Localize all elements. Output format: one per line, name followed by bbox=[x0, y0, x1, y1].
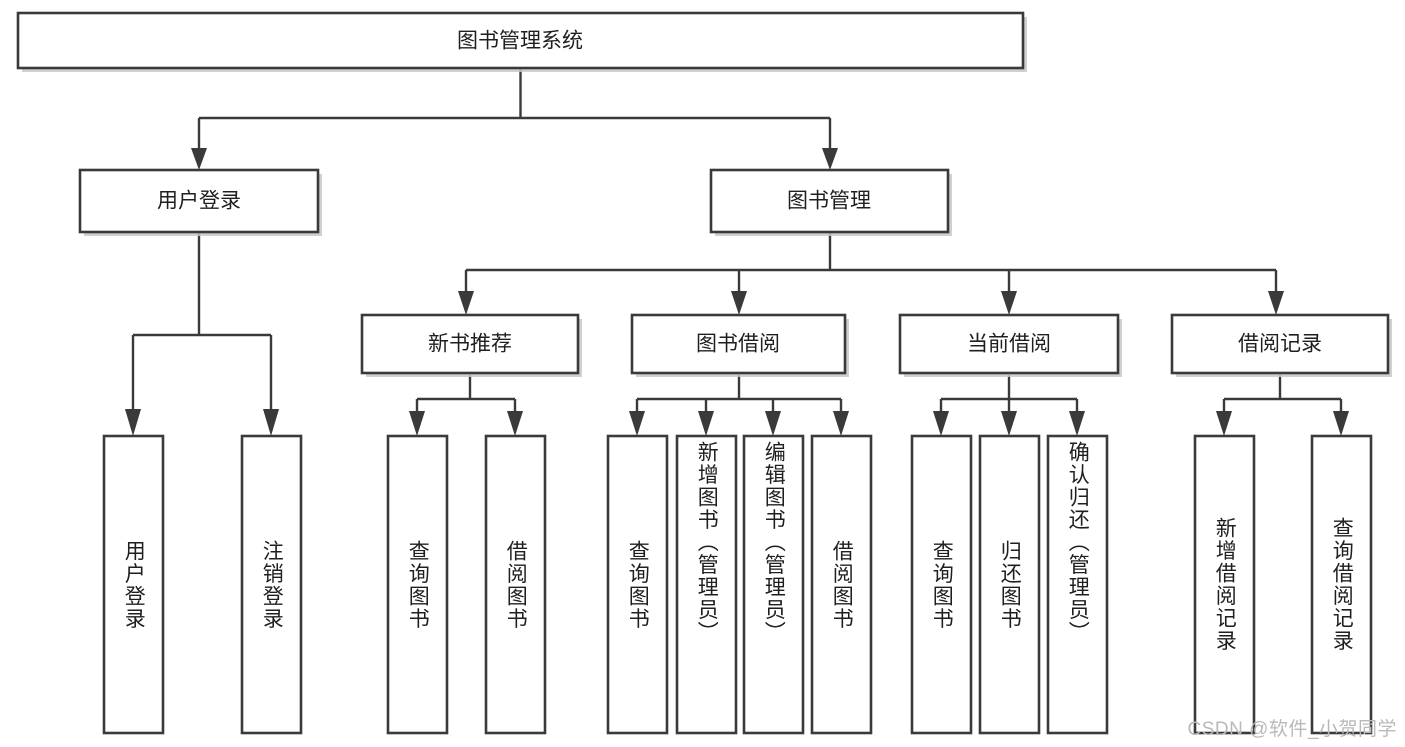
node-leaf-query-book-3-box[interactable] bbox=[910, 434, 973, 735]
arrowhead-to-current-borrow bbox=[1001, 291, 1017, 315]
connector-group-new-book-rec bbox=[409, 375, 523, 436]
arrowhead-borrow-record-leaf1 bbox=[1216, 411, 1232, 436]
node-leaf-return-book-box[interactable] bbox=[978, 434, 1041, 735]
node-leaf-confirm-return-box[interactable] bbox=[1046, 434, 1109, 735]
arrowhead-user-login-to-leaf1 bbox=[125, 409, 141, 436]
node-borrow-record-label: 借阅记录 bbox=[1238, 333, 1322, 356]
connector-group-current-borrow bbox=[933, 375, 1085, 436]
node-leaf-logout-login-box[interactable] bbox=[240, 434, 303, 735]
arrowhead-new-book-rec-leaf2 bbox=[507, 411, 523, 436]
node-leaf-query-record-box[interactable] bbox=[1310, 434, 1373, 735]
node-user-login[interactable]: 用户登录 bbox=[78, 168, 322, 236]
arrowhead-root-to-book-manage bbox=[822, 148, 838, 170]
node-new-book-rec[interactable]: 新书推荐 bbox=[360, 313, 582, 377]
node-leaf-add-record-box[interactable] bbox=[1193, 434, 1256, 735]
node-user-login-label: 用户登录 bbox=[157, 190, 241, 213]
node-leaf-user-login-box[interactable] bbox=[102, 434, 165, 735]
node-current-borrow-box[interactable] bbox=[898, 313, 1120, 375]
connector-group-book-manage bbox=[458, 233, 1284, 315]
arrowhead-to-book-borrow bbox=[731, 291, 747, 315]
node-book-borrow-label: 图书借阅 bbox=[696, 333, 780, 356]
node-new-book-rec-box[interactable] bbox=[360, 313, 580, 375]
arrowhead-to-new-book-rec bbox=[458, 291, 474, 315]
node-root-label: 图书管理系统 bbox=[457, 30, 583, 53]
arrowhead-new-book-rec-leaf1 bbox=[409, 411, 425, 436]
watermark-text: CSDN @软件_小贺同学 bbox=[1187, 719, 1397, 740]
node-root[interactable]: 图书管理系统 bbox=[16, 11, 1027, 72]
node-borrow-record-box[interactable] bbox=[1170, 313, 1390, 375]
arrowhead-current-borrow-leaf3 bbox=[1069, 411, 1085, 436]
arrowhead-book-borrow-leaf2 bbox=[698, 411, 714, 436]
node-book-manage-label: 图书管理 bbox=[787, 190, 871, 213]
node-borrow-record[interactable]: 借阅记录 bbox=[1170, 313, 1392, 377]
node-user-login-box[interactable] bbox=[78, 168, 320, 234]
arrowhead-book-borrow-leaf3 bbox=[765, 411, 781, 436]
leaf-boxes bbox=[102, 434, 1373, 735]
node-current-borrow[interactable]: 当前借阅 bbox=[898, 313, 1122, 377]
node-leaf-edit-book-box[interactable] bbox=[742, 434, 805, 735]
node-root-box[interactable] bbox=[16, 11, 1025, 70]
node-book-manage-box[interactable] bbox=[709, 168, 950, 234]
arrowhead-book-borrow-leaf1 bbox=[629, 411, 645, 436]
node-leaf-borrow-book-1-box[interactable] bbox=[484, 434, 547, 735]
node-new-book-rec-label: 新书推荐 bbox=[428, 333, 512, 356]
node-book-borrow[interactable]: 图书借阅 bbox=[630, 313, 849, 377]
node-leaf-query-book-2-box[interactable] bbox=[606, 434, 669, 735]
connector-group-root bbox=[191, 68, 838, 170]
arrowhead-current-borrow-leaf2 bbox=[1001, 411, 1017, 436]
connector-group-borrow-record bbox=[1216, 375, 1349, 436]
node-current-borrow-label: 当前借阅 bbox=[967, 333, 1051, 356]
node-book-manage[interactable]: 图书管理 bbox=[709, 168, 952, 236]
connector-group-user-login bbox=[125, 233, 279, 436]
arrowhead-to-borrow-record bbox=[1268, 291, 1284, 315]
node-leaf-query-book-1-box[interactable] bbox=[386, 434, 449, 735]
arrowhead-user-login-to-leaf2 bbox=[263, 409, 279, 436]
arrowhead-current-borrow-leaf1 bbox=[933, 411, 949, 436]
node-leaf-add-book-box[interactable] bbox=[675, 434, 738, 735]
arrowhead-borrow-record-leaf2 bbox=[1333, 411, 1349, 436]
arrowhead-root-to-user-login bbox=[191, 148, 207, 170]
connector-group-book-borrow bbox=[629, 375, 849, 436]
arrowhead-book-borrow-leaf4 bbox=[833, 411, 849, 436]
node-leaf-borrow-book-2-box[interactable] bbox=[810, 434, 873, 735]
node-book-borrow-box[interactable] bbox=[630, 313, 847, 375]
